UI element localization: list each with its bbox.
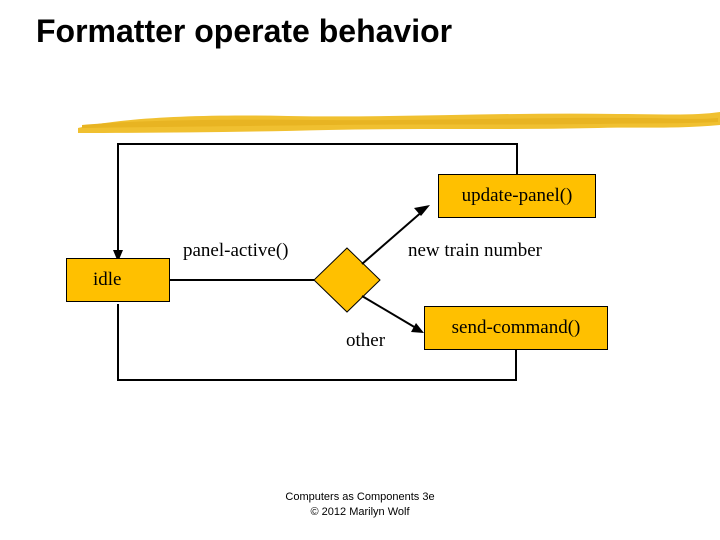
edge-label-panel-active: panel-active()	[183, 240, 289, 261]
diagram-connectors	[113, 143, 518, 381]
state-node-idle[interactable]: idle	[66, 258, 170, 302]
edge-label-other: other	[346, 330, 386, 351]
edge-label-new-train-number: new train number	[408, 240, 543, 261]
state-machine-diagram: idle update-panel() send-command() panel…	[0, 130, 720, 410]
footer-book-title: Computers as Components 3e	[285, 491, 435, 503]
state-node-idle-label: idle	[93, 269, 122, 290]
footer-copyright: © 2012 Marilyn Wolf	[310, 505, 410, 518]
state-node-update-panel-label: update-panel()	[461, 185, 573, 206]
slide-footer: Computers as Components 3e © 2012 Marily…	[0, 490, 720, 520]
state-node-send-command[interactable]: send-command()	[424, 306, 608, 350]
page-title: Formatter operate behavior	[36, 13, 453, 49]
state-node-update-panel[interactable]: update-panel()	[438, 174, 596, 218]
state-node-send-command-label: send-command()	[451, 317, 581, 338]
